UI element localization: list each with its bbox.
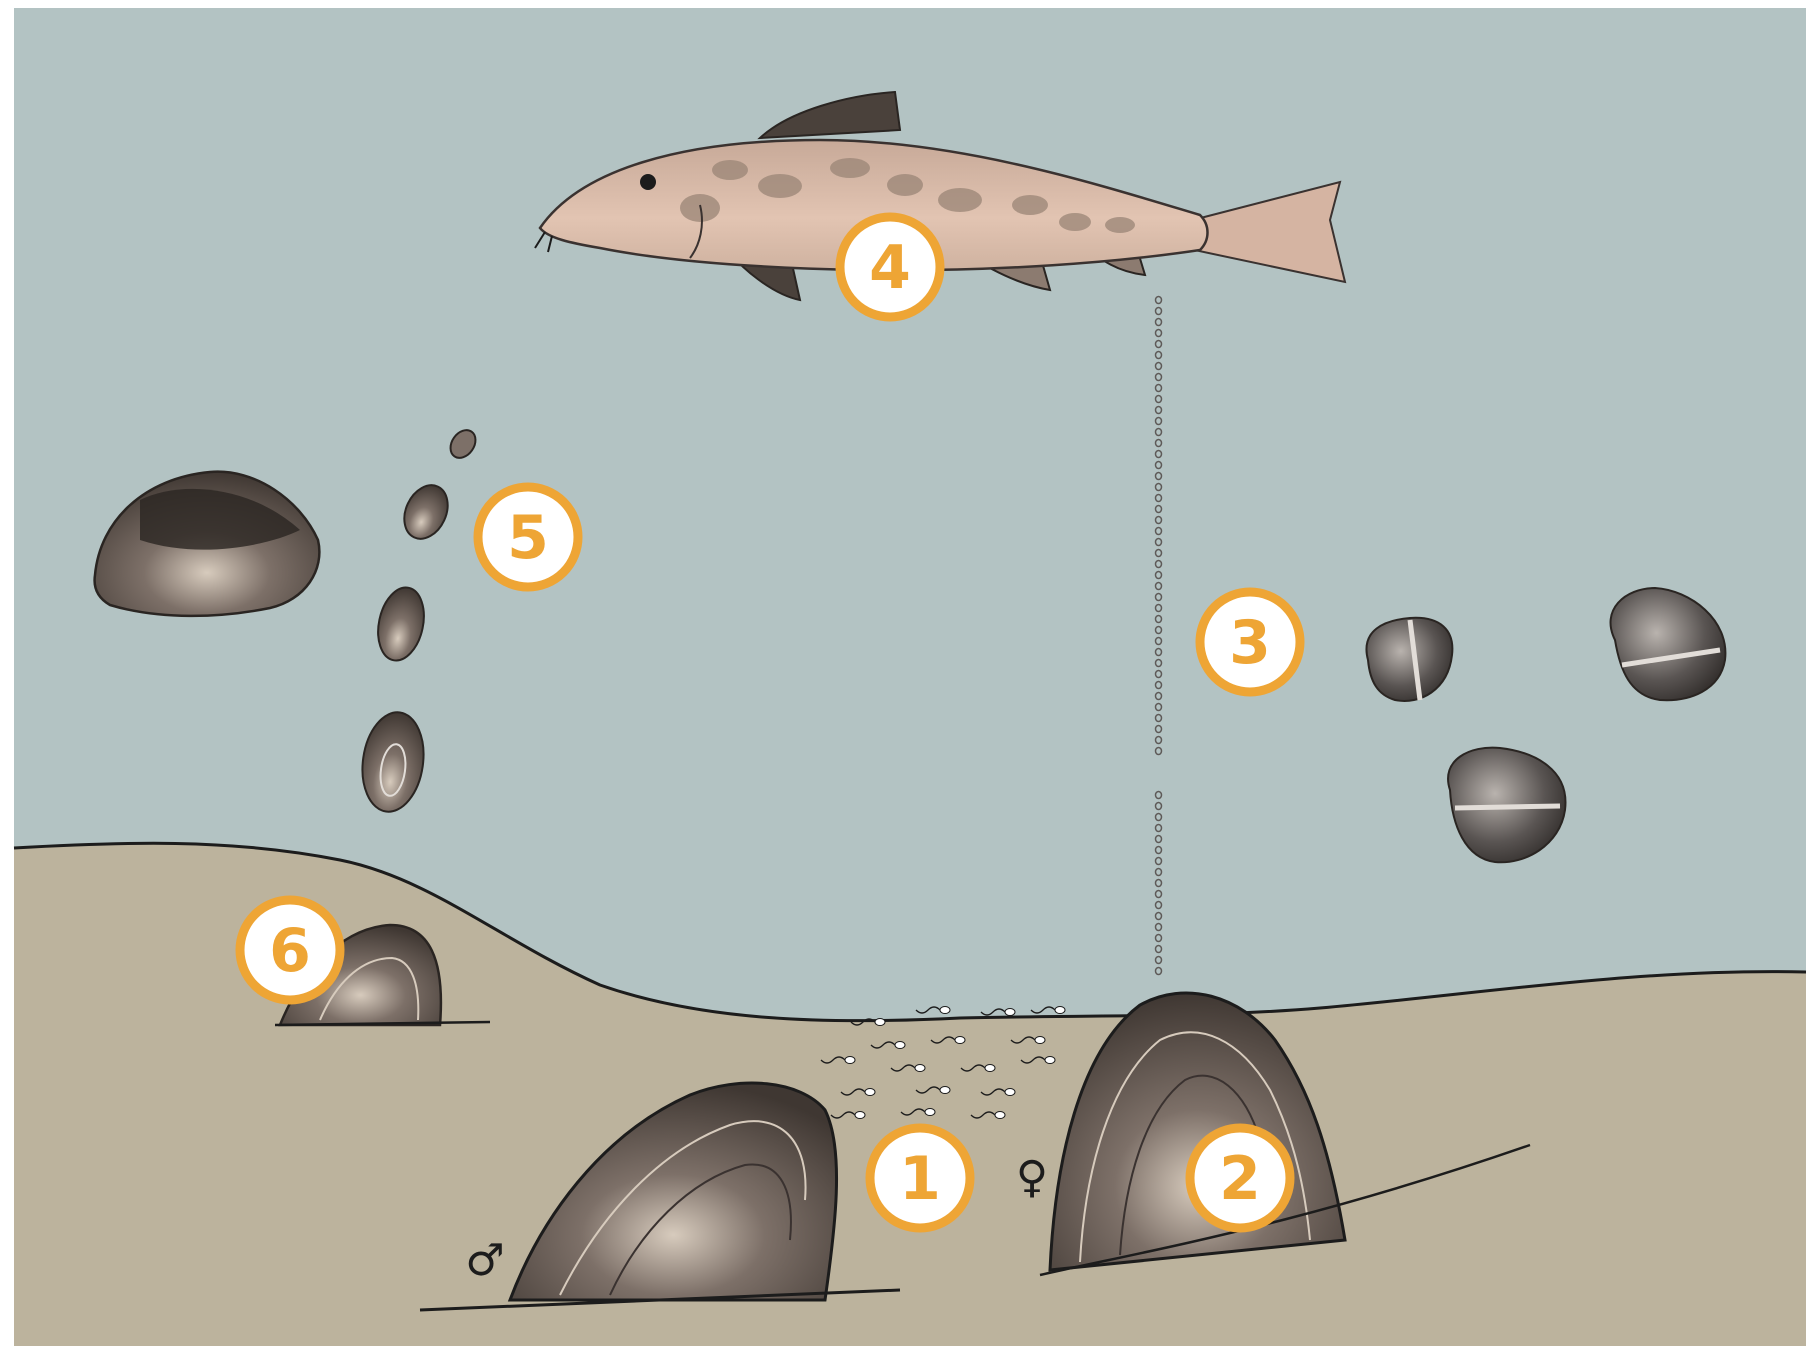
- male-symbol: ♂: [465, 1235, 504, 1286]
- stage-badge-6: 6: [240, 900, 340, 1000]
- stage-badge-4: 4: [840, 217, 940, 317]
- stage-badge-number: 2: [1219, 1144, 1261, 1214]
- stage-badge-number: 6: [269, 916, 311, 986]
- stage-badge-number: 1: [899, 1144, 941, 1214]
- stage-badge-number: 3: [1229, 608, 1271, 678]
- stage-badge-3: 3: [1200, 592, 1300, 692]
- stage-badge-5: 5: [478, 487, 578, 587]
- stage-badge-1: 1: [870, 1128, 970, 1228]
- stage-badge-number: 5: [507, 503, 549, 573]
- stage-badge-2: 2: [1190, 1128, 1290, 1228]
- stage-badge-number: 4: [869, 233, 911, 303]
- fish-eye: [640, 174, 656, 190]
- female-symbol: ♀: [1016, 1152, 1048, 1203]
